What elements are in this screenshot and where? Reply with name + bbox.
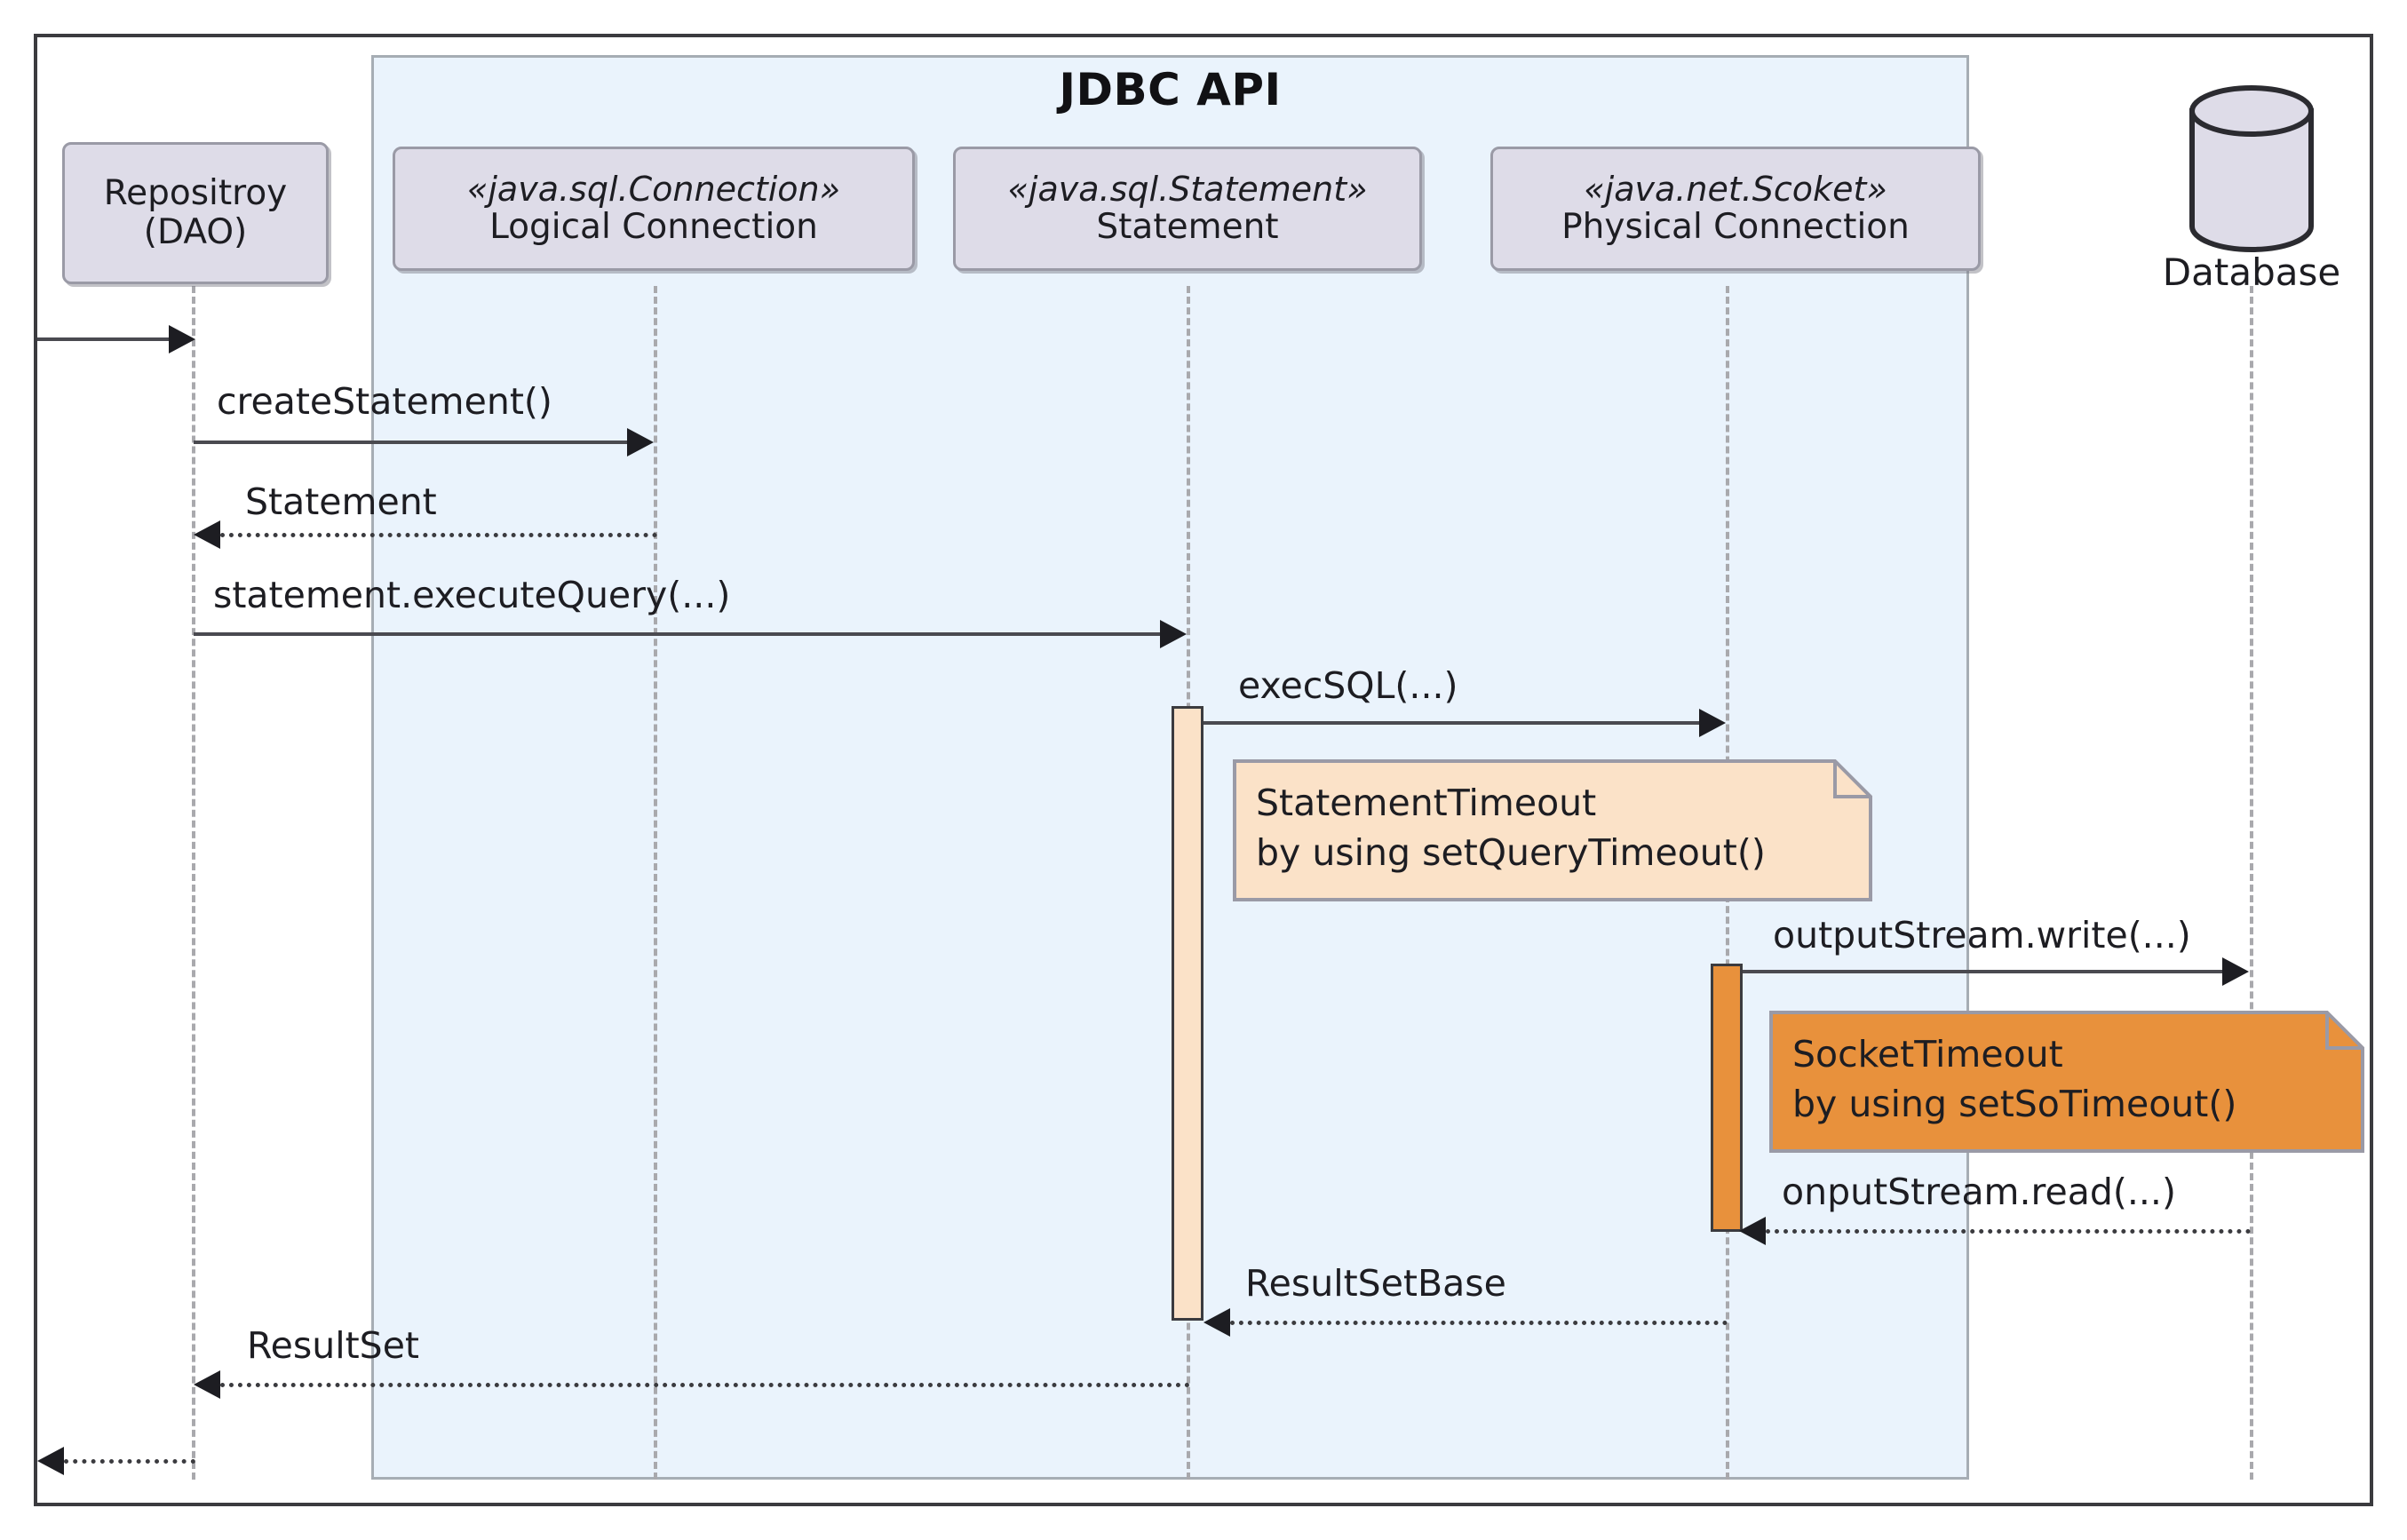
message-exec-sql-line xyxy=(1204,721,1701,725)
message-output-stream-write-arrowhead xyxy=(2222,957,2249,986)
message-exec-sql-arrowhead xyxy=(1699,709,1726,737)
message-output-stream-write-label: outputStream.write(...) xyxy=(1773,914,2191,957)
message-result-set-line xyxy=(220,1383,1190,1387)
participant-database[interactable] xyxy=(2185,84,2318,257)
message-create-statement-line xyxy=(194,441,629,444)
message-create-statement-label: createStatement() xyxy=(217,380,552,423)
note-socket-timeout-line1: SocketTimeout xyxy=(1792,1033,2063,1076)
activation-physical-connection xyxy=(1711,964,1743,1232)
note-statement-timeout: StatementTimeout by using setQueryTimeou… xyxy=(1233,759,1872,901)
note-socket-timeout: SocketTimeout by using setSoTimeout() xyxy=(1769,1011,2364,1153)
message-result-set-base-line xyxy=(1230,1321,1728,1325)
participant-logical-connection-stereotype: «java.sql.Connection» xyxy=(466,169,841,209)
participant-repository-name: Repositroy xyxy=(103,173,288,214)
participant-statement-name: Statement xyxy=(1096,206,1279,247)
participant-logical-connection-name: Logical Connection xyxy=(489,206,818,247)
note-statement-timeout-shape xyxy=(1233,759,1872,901)
message-statement-return-label: Statement xyxy=(245,480,437,523)
message-create-statement-arrowhead xyxy=(627,428,654,456)
message-input-stream-read-arrowhead xyxy=(1739,1217,1766,1245)
participant-physical-connection-stereotype: «java.net.Scoket» xyxy=(1584,169,1887,209)
note-statement-timeout-line2: by using setQueryTimeout() xyxy=(1256,831,1766,874)
message-exit-return-line xyxy=(64,1459,195,1464)
note-socket-timeout-shape xyxy=(1769,1011,2364,1153)
participant-repository-name2: (DAO) xyxy=(143,212,248,252)
jdbc-api-group-title: JDBC API xyxy=(1059,64,1282,115)
message-entry-call-arrowhead xyxy=(169,325,195,353)
message-statement-return-line xyxy=(220,533,657,537)
participant-logical-connection[interactable]: «java.sql.Connection» Logical Connection xyxy=(393,147,915,271)
message-result-set-label: ResultSet xyxy=(247,1324,420,1367)
lifeline-logical-connection xyxy=(654,286,657,1480)
participant-repository[interactable]: Repositroy (DAO) xyxy=(62,142,329,284)
message-result-set-base-label: ResultSetBase xyxy=(1245,1262,1506,1305)
participant-database-label: Database xyxy=(2162,250,2341,294)
message-output-stream-write-line xyxy=(1743,970,2224,973)
lifeline-database xyxy=(2250,286,2253,1480)
activation-statement xyxy=(1172,706,1204,1321)
message-exit-return-arrowhead xyxy=(37,1447,64,1475)
participant-statement-stereotype: «java.sql.Statement» xyxy=(1007,169,1368,209)
message-result-set-arrowhead xyxy=(194,1370,220,1399)
message-execute-query-arrowhead xyxy=(1160,620,1187,648)
message-execute-query-line xyxy=(194,632,1162,636)
participant-physical-connection-name: Physical Connection xyxy=(1561,206,1910,247)
message-input-stream-read-label: onputStream.read(...) xyxy=(1782,1171,2176,1213)
note-statement-timeout-line1: StatementTimeout xyxy=(1256,782,1597,824)
message-execute-query-label: statement.executeQuery(...) xyxy=(213,574,731,616)
message-entry-call-line xyxy=(37,337,172,341)
participant-physical-connection[interactable]: «java.net.Scoket» Physical Connection xyxy=(1490,147,1981,271)
message-statement-return-arrowhead xyxy=(194,520,220,549)
database-cylinder-icon xyxy=(2189,85,2314,252)
message-exec-sql-label: execSQL(...) xyxy=(1238,664,1458,707)
participant-statement[interactable]: «java.sql.Statement» Statement xyxy=(953,147,1422,271)
note-socket-timeout-line2: by using setSoTimeout() xyxy=(1792,1083,2237,1125)
message-input-stream-read-line xyxy=(1766,1229,2251,1234)
lifeline-repository xyxy=(192,286,195,1480)
message-result-set-base-arrowhead xyxy=(1204,1308,1230,1337)
